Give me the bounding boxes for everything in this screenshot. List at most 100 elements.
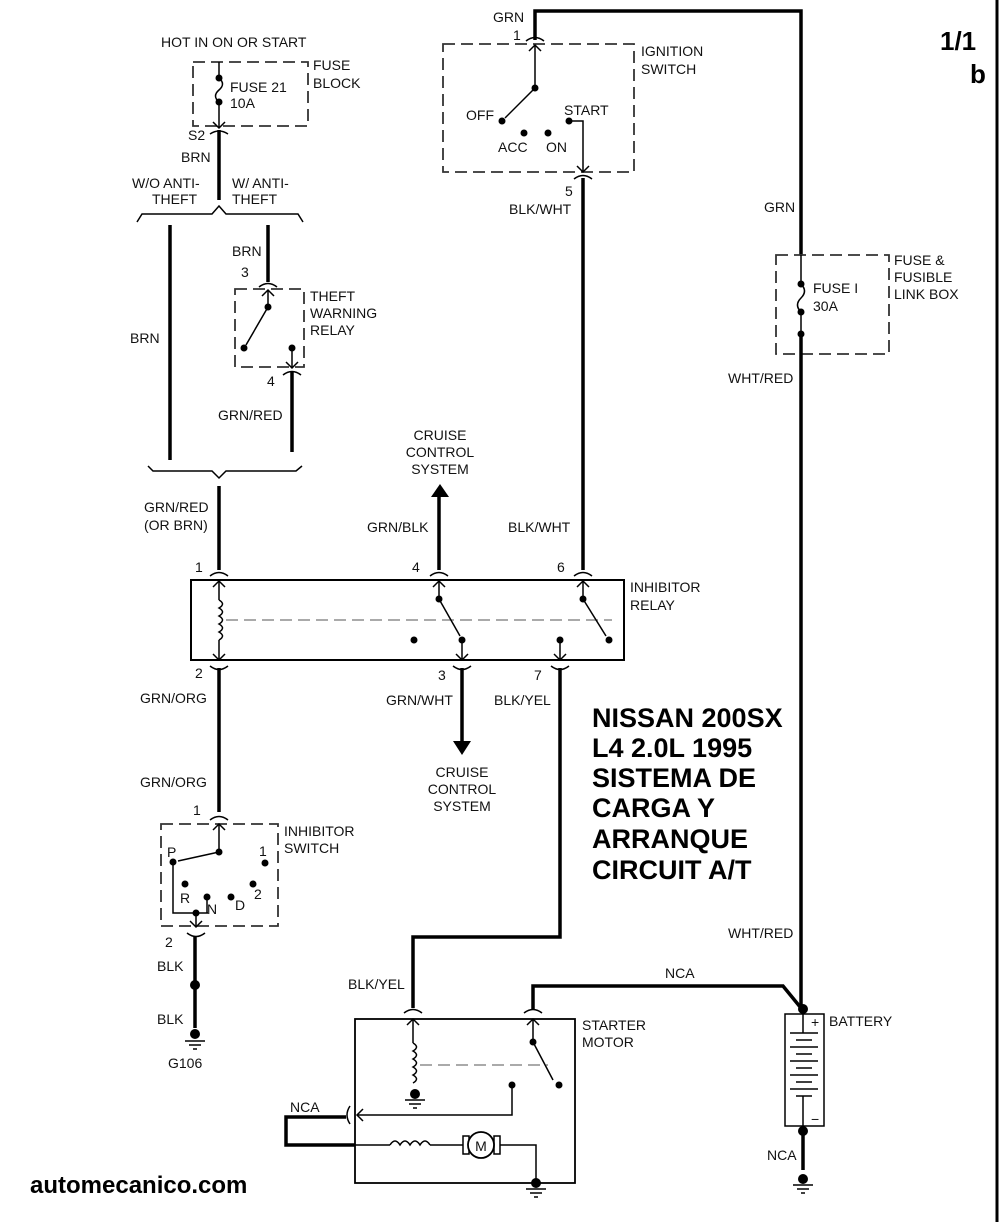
- battery-icon: [784, 1013, 825, 1127]
- wire-brn-label: BRN: [181, 149, 211, 165]
- title-line-3: SISTEMA DE: [592, 763, 756, 793]
- inh-pos-2: 2: [254, 886, 262, 902]
- relay-pin-6: 6: [557, 559, 565, 575]
- theft-relay-wire-out: GRN/RED: [218, 407, 283, 423]
- wire-nca-loop: [284, 1115, 355, 1147]
- inh-switch-pin-1: 1: [193, 802, 201, 818]
- cruise-top-label-3: SYSTEM: [411, 461, 469, 477]
- theft-relay-outline: [234, 288, 305, 368]
- title-line-6: CIRCUIT A/T: [592, 855, 752, 885]
- wire-blk-yel: [411, 668, 562, 1008]
- cruise-bottom-label-1: CRUISE: [436, 764, 489, 780]
- cruise-control-bottom: GRN/WHT CRUISE CONTROL SYSTEM: [386, 668, 496, 814]
- cruise-top-label-2: CONTROL: [406, 444, 475, 460]
- ground-g106-label: G106: [168, 1055, 202, 1071]
- inh-pos-d: D: [235, 897, 245, 913]
- ign-label-off: OFF: [466, 107, 494, 123]
- title-line-2: L4 2.0L 1995: [592, 733, 752, 763]
- battery-minus: −: [811, 1111, 819, 1127]
- inhibitor-relay-name-1: INHIBITOR: [630, 579, 701, 595]
- battery-label: BATTERY: [829, 1013, 893, 1029]
- wire-blk-wht-label: BLK/WHT: [508, 519, 571, 535]
- wire-blk-yel-label: BLK/YEL: [494, 692, 551, 708]
- wire-brn-direct-label: BRN: [130, 330, 160, 346]
- relay-pin-1: 1: [195, 559, 203, 575]
- ignition-wire-out: BLK/WHT: [509, 201, 572, 217]
- fusible-link-outline: [775, 254, 890, 355]
- inhibitor-relay-box: [190, 579, 625, 661]
- cruise-bottom-label-2: CONTROL: [428, 781, 497, 797]
- watermark[interactable]: automecanico.com: [30, 1172, 247, 1199]
- wire-grn-feed: [533, 9, 803, 255]
- fuse-i-label: FUSE I: [813, 280, 858, 296]
- branch-left-label-2: THEFT: [152, 191, 198, 207]
- starter-name-2: MOTOR: [582, 1034, 634, 1050]
- page-number: 1/1: [940, 26, 976, 56]
- merge-wire-label-2: (OR BRN): [144, 517, 208, 533]
- ign-label-acc: ACC: [498, 139, 528, 155]
- fuse-21-rating: 10A: [230, 95, 256, 111]
- ignition-switch: GRN 1 OFF ACC ON START IGNITION SWITCH 5…: [442, 9, 803, 570]
- relay-pin-3: 3: [438, 667, 446, 683]
- relay-pin-4: 4: [412, 559, 420, 575]
- supply-label: HOT IN ON OR START: [161, 34, 307, 50]
- cruise-control-top: CRUISE CONTROL SYSTEM GRN/BLK BLK/WHT: [367, 427, 571, 570]
- fuse-21-icon: [214, 77, 224, 103]
- cruise-bottom-label-3: SYSTEM: [433, 798, 491, 814]
- battery-ground-cable: NCA: [767, 1147, 797, 1163]
- ignition-switch-outline: [442, 43, 635, 173]
- battery-wire-in: WHT/RED: [728, 925, 793, 941]
- field-coil-icon: [389, 1140, 431, 1147]
- title-line-5: ARRANQUE: [592, 824, 748, 854]
- fuse-block-outline: [192, 61, 309, 127]
- theft-relay-pin-3: 3: [241, 264, 249, 280]
- starter-name-1: STARTER: [582, 1017, 646, 1033]
- fusible-name-2: FUSIBLE: [894, 269, 952, 285]
- ignition-pin-1: 1: [513, 27, 521, 43]
- inhibitor-switch: 1 P R N D 2 1 INHIBITOR SWITCH 2 BLK BLK: [157, 802, 355, 1071]
- starter-side-wire-label: NCA: [290, 1099, 320, 1115]
- battery-plus: +: [811, 1014, 819, 1030]
- arrow-down-icon: [453, 741, 471, 755]
- fuse-i-icon: [796, 283, 806, 313]
- wire-grn-org-label: GRN/ORG: [140, 690, 207, 706]
- theft-relay-name-2: WARNING: [310, 305, 377, 321]
- wire-grn-blk-label: GRN/BLK: [367, 519, 429, 535]
- wire-grn-wht-label: GRN/WHT: [386, 692, 453, 708]
- inhibitor-relay-name-2: RELAY: [630, 597, 676, 613]
- inh-pos-1: 1: [259, 843, 267, 859]
- starter-motor-box: [354, 1018, 576, 1184]
- starter-wire-in: BLK/YEL: [348, 976, 405, 992]
- branch-brace-bottom: [147, 465, 303, 480]
- fuse-21-label: FUSE 21: [230, 79, 287, 95]
- fusible-wire-in: GRN: [764, 199, 795, 215]
- branch-right-label-2: THEFT: [232, 191, 278, 207]
- theft-relay-pin-4: 4: [267, 373, 275, 389]
- branch-left-label-1: W/O ANTI-: [132, 175, 200, 191]
- inh-pos-n: N: [207, 901, 217, 917]
- arrow-up-icon: [431, 484, 449, 497]
- ign-label-on: ON: [546, 139, 567, 155]
- terminal-s2: S2: [188, 127, 205, 143]
- ign-pos-acc: [520, 129, 528, 137]
- theft-relay-wire-in: BRN: [232, 243, 262, 259]
- battery: + − BATTERY NCA: [767, 1004, 893, 1194]
- theft-relay-name-1: THEFT: [310, 288, 356, 304]
- starter-motor: BLK/YEL NCA STARTER MOTOR NCA: [284, 965, 803, 1198]
- relay-pin-2: 2: [195, 665, 203, 681]
- ign-pos-on: [544, 129, 552, 137]
- fuse-block: HOT IN ON OR START FUSE BLOCK FUSE 21 10…: [132, 34, 361, 223]
- wire-grn-org-label-2: GRN/ORG: [140, 774, 207, 790]
- ignition-name-2: SWITCH: [641, 61, 696, 77]
- wire-nca-battery: [531, 984, 803, 1010]
- theft-warning-relay: BRN 3 THEFT WARNING RELAY 4 GRN/RED: [218, 225, 377, 452]
- starter-cable-label: NCA: [665, 965, 695, 981]
- title-line-1: NISSAN 200SX: [592, 703, 783, 733]
- page-suffix: b: [970, 59, 986, 89]
- solenoid-coil-icon: [411, 1042, 418, 1084]
- inh-pos-p: P: [167, 844, 176, 860]
- inhibitor-relay: 1 4 6 INHIBITOR RELAY: [190, 559, 701, 683]
- fusible-name-3: LINK BOX: [894, 286, 959, 302]
- theft-relay-name-3: RELAY: [310, 322, 356, 338]
